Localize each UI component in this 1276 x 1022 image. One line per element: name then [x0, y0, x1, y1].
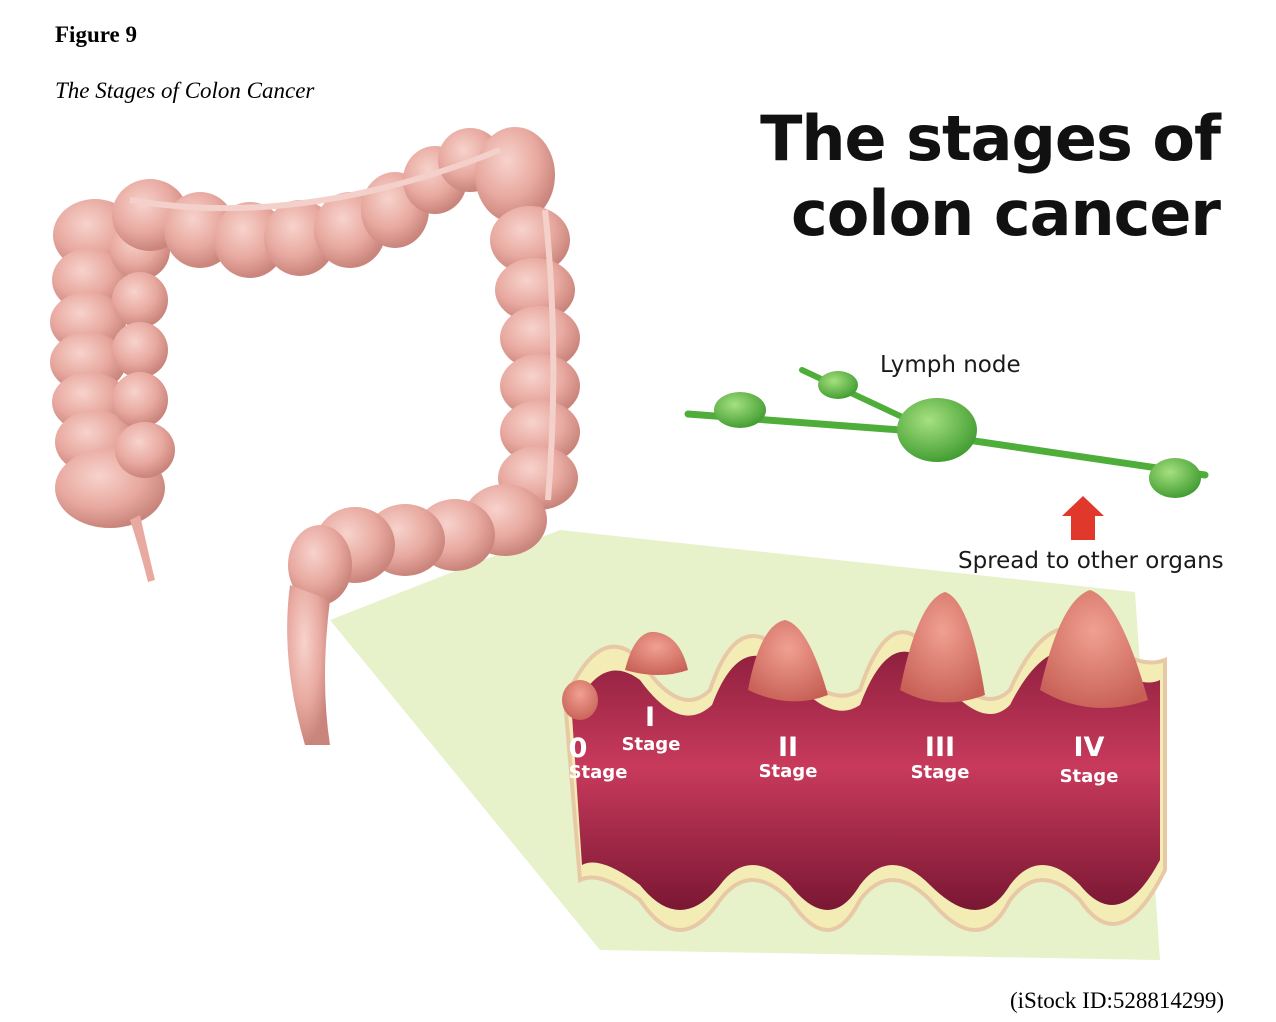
stage-0-numeral: 0	[569, 733, 588, 764]
tumors	[562, 590, 1148, 720]
stage-4-word: Stage	[1060, 766, 1119, 787]
arrow-up-icon	[1062, 496, 1104, 540]
figure-label: Figure 9	[55, 22, 137, 47]
lymph-vessel	[684, 367, 1209, 498]
ascending-colon	[50, 199, 175, 582]
illustration-title-line2: colon cancer	[791, 177, 1221, 250]
stage-3-word: Stage	[911, 762, 970, 783]
stage-2-numeral: II	[778, 732, 798, 763]
lymph-node-small	[1149, 458, 1201, 498]
colon	[50, 127, 580, 745]
lymph-node-small	[714, 392, 766, 428]
stage-3-numeral: III	[925, 732, 955, 763]
stage-1-word: Stage	[622, 734, 681, 755]
stage-2-word: Stage	[759, 761, 818, 782]
tumor-stage-3	[900, 592, 985, 703]
tumor-stage-0	[562, 680, 598, 720]
tumor-stage-1	[625, 631, 688, 675]
tumor-stage-4	[1040, 590, 1148, 708]
illustration-title-line1: The stages of	[760, 102, 1222, 175]
transverse-colon	[112, 127, 555, 278]
lymph-node-large	[897, 398, 977, 462]
lymph-node-label: Lymph node	[880, 352, 1021, 378]
lymph-node-small	[818, 371, 858, 399]
tumor-stage-2	[748, 620, 828, 702]
stage-4-numeral: IV	[1074, 732, 1105, 763]
colon-cross-section	[562, 625, 1167, 932]
sigmoid-colon	[287, 484, 547, 745]
figure-caption: The Stages of Colon Cancer	[55, 78, 315, 103]
stage-1-numeral: I	[645, 702, 655, 733]
image-credit: (iStock ID:528814299)	[1009, 988, 1224, 1013]
stage-0-word: Stage	[569, 762, 628, 783]
spread-label: Spread to other organs	[958, 548, 1224, 574]
descending-colon	[490, 206, 580, 510]
